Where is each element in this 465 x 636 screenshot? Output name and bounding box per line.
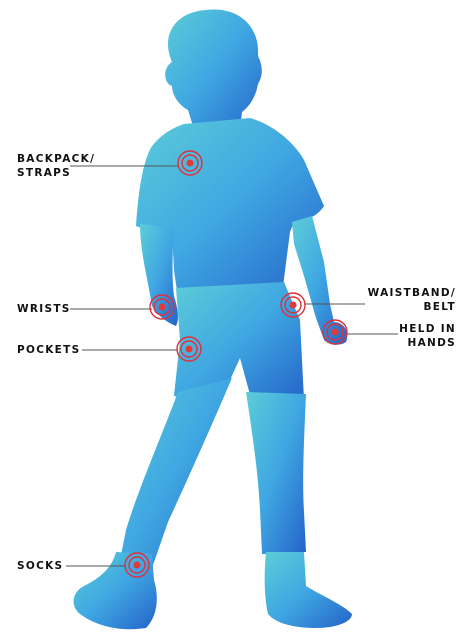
label-backpack-line2: STRAPS [17,166,95,180]
child-silhouette [74,9,352,629]
label-wrists-line1: WRISTS [17,302,71,316]
marker-pockets [177,337,201,361]
silhouette-left-arm [140,224,178,326]
label-pockets: POCKETS [17,343,80,357]
label-held-line2: HANDS [399,336,456,350]
label-pockets-line1: POCKETS [17,343,80,357]
label-socks: SOCKS [17,559,63,573]
label-waistband-line2: BELT [368,300,456,314]
label-held-line1: HELD IN [399,322,456,336]
marker-socks [125,553,149,577]
marker-held-in-hands [323,320,347,344]
silhouette-head [165,9,262,136]
silhouette-left-leg [118,378,232,570]
label-wrists: WRISTS [17,302,71,316]
label-socks-line1: SOCKS [17,559,63,573]
label-waistband-line1: WAISTBAND/ [368,286,456,300]
label-waistband-belt: WAISTBAND/ BELT [368,286,456,314]
label-held-in-hands: HELD IN HANDS [399,322,456,350]
silhouette-right-leg [246,392,306,554]
label-backpack-line1: BACKPACK/ [17,152,95,166]
silhouette-right-foot [265,552,352,628]
marker-backpack [178,151,202,175]
label-backpack-straps: BACKPACK/ STRAPS [17,152,95,180]
marker-waistband [281,293,305,317]
marker-wrists [150,295,174,319]
